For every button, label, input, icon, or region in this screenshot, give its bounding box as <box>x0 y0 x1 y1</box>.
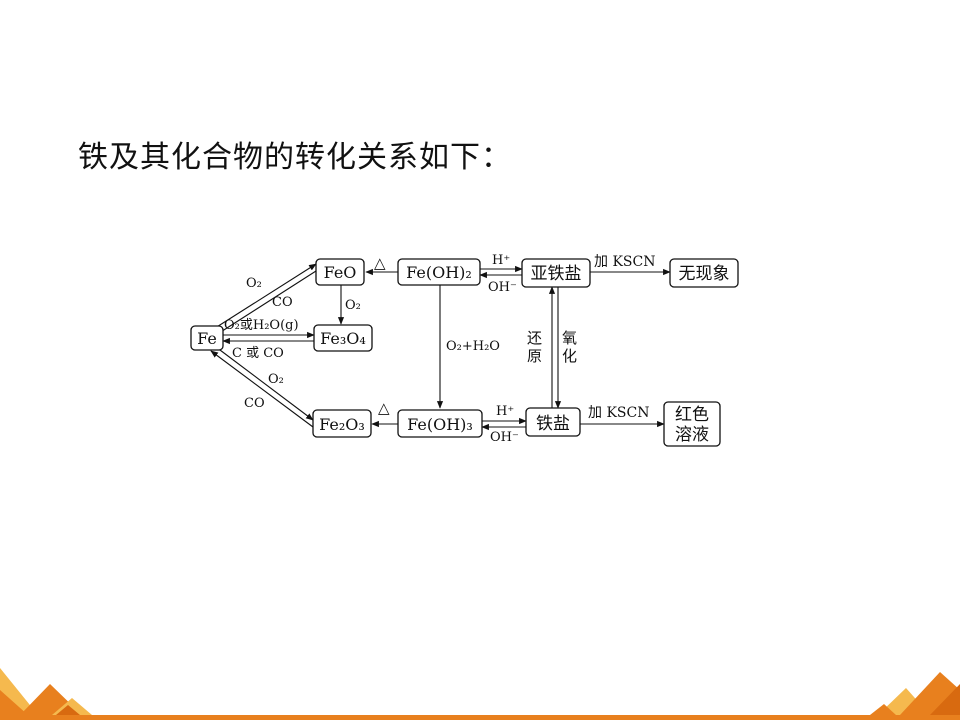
label-feo-to-fe3o4: O₂ <box>345 298 361 313</box>
label-heat-top: △ <box>374 254 386 272</box>
node-feoh3: Fe(OH)₃ <box>397 409 483 438</box>
label-fe-to-feo: O₂ <box>246 276 262 291</box>
label-fe-to-fe3o4: O₂或H₂O(g) <box>224 318 299 333</box>
svg-text:Fe₃O₄: Fe₃O₄ <box>320 329 366 348</box>
label-fe-to-fe2o3: O₂ <box>268 372 284 387</box>
svg-text:亚铁盐: 亚铁盐 <box>531 264 582 284</box>
node-fe: Fe <box>190 325 224 351</box>
node-red-solution: 红色 溶液 <box>663 401 721 447</box>
arrow-feo-to-fe <box>215 270 317 336</box>
label-kscn-bottom: 加 KSCN <box>588 405 649 421</box>
label-acid-bottom: H⁺ <box>496 404 514 419</box>
svg-text:Fe(OH)₃: Fe(OH)₃ <box>407 415 473 434</box>
node-fe3o4: Fe₃O₄ <box>313 324 373 352</box>
svg-text:铁盐: 铁盐 <box>536 414 570 434</box>
svg-text:红色: 红色 <box>675 405 709 425</box>
node-feo: FeO <box>315 258 365 286</box>
arrow-fe-to-fe2o3 <box>215 346 314 421</box>
arrow-fe-to-feo <box>211 263 317 331</box>
node-fe2o3: Fe₂O₃ <box>312 409 372 438</box>
node-no-phenomenon: 无现象 <box>669 258 739 288</box>
label-feoh2-to-feoh3: O₂+H₂O <box>446 339 500 354</box>
svg-text:无现象: 无现象 <box>679 264 730 284</box>
node-feoh2: Fe(OH)₂ <box>397 258 481 286</box>
label-acid-top: H⁺ <box>492 253 510 268</box>
svg-text:溶液: 溶液 <box>675 425 709 445</box>
svg-text:Fe: Fe <box>197 329 217 348</box>
svg-text:Fe(OH)₂: Fe(OH)₂ <box>406 263 472 282</box>
label-oxidize-2: 化 <box>562 347 577 365</box>
label-reduce-2: 原 <box>527 347 542 365</box>
label-heat-bottom: △ <box>378 399 390 417</box>
node-ferric-salt: 铁盐 <box>525 407 581 437</box>
arrow-fe2o3-to-fe <box>210 350 314 428</box>
label-feo-to-fe: CO <box>272 295 293 310</box>
svg-text:Fe₂O₃: Fe₂O₃ <box>319 415 365 434</box>
label-oxidize-1: 氧 <box>562 329 577 347</box>
slide-title: 铁及其化合物的转化关系如下： <box>78 140 512 175</box>
label-fe2o3-to-fe: CO <box>244 396 265 411</box>
node-ferrous-salt: 亚铁盐 <box>521 258 591 288</box>
svg-text:FeO: FeO <box>324 263 357 282</box>
label-reduce-1: 还 <box>527 329 542 347</box>
label-fe3o4-to-fe: C 或 CO <box>232 346 284 361</box>
label-kscn-top: 加 KSCN <box>594 254 655 270</box>
label-base-top: OH⁻ <box>488 280 517 295</box>
label-base-bottom: OH⁻ <box>490 430 519 445</box>
